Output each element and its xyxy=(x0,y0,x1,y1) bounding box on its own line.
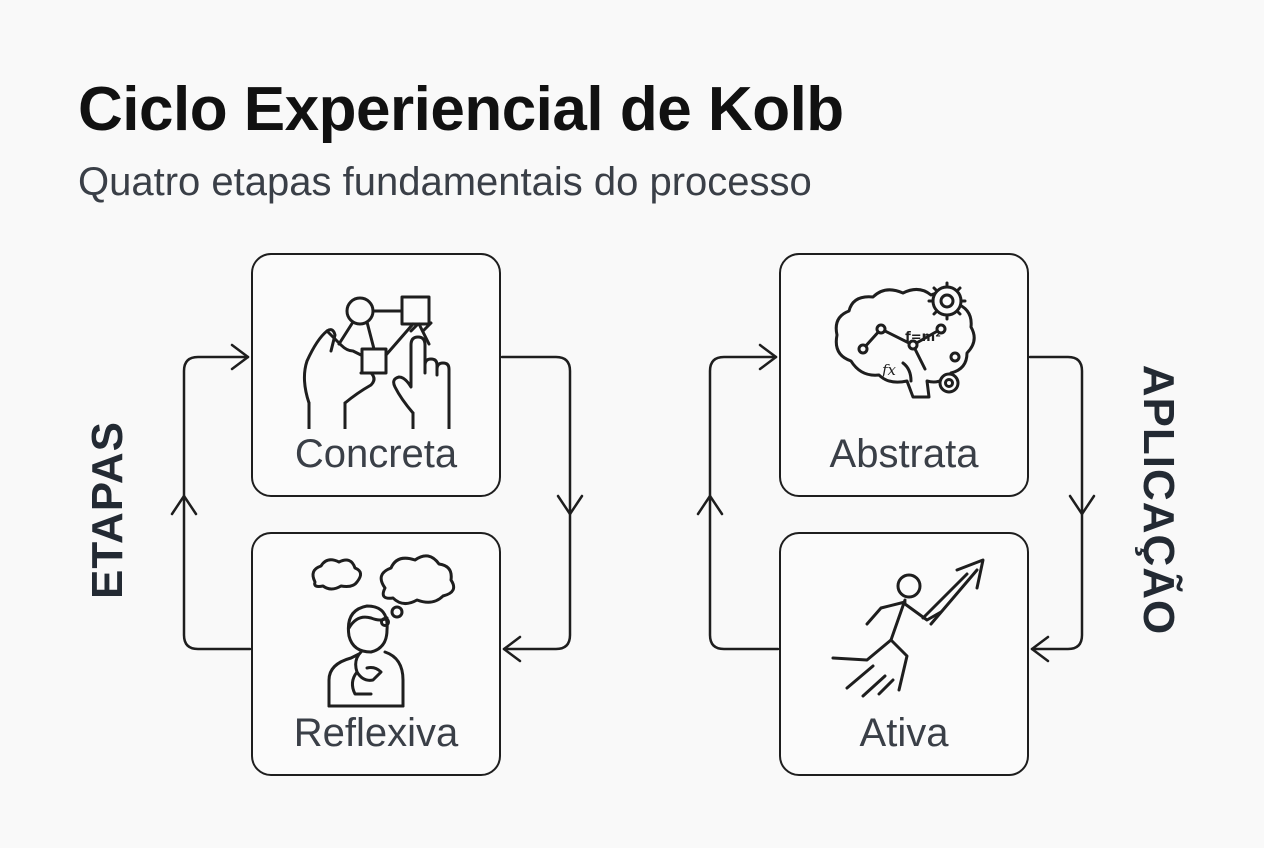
hands-diagram-icon xyxy=(302,295,451,429)
arrowhead-right-up xyxy=(696,494,724,516)
card-reflexiva[interactable]: Reflexiva xyxy=(251,532,501,776)
card-label-reflexiva: Reflexiva xyxy=(293,711,459,755)
card-abstrata[interactable]: f=m² ƒx Abstrata xyxy=(779,253,1029,497)
fx-text: ƒx xyxy=(879,361,897,379)
card-label-concreta: Concreta xyxy=(294,432,458,476)
arrowhead-right-down xyxy=(1068,494,1096,516)
arrow-left-top-right xyxy=(500,355,572,651)
card-concreta[interactable]: Concreta xyxy=(251,253,501,497)
card-ativa[interactable]: Ativa xyxy=(779,532,1029,776)
arrow-right-bottom-left xyxy=(708,355,780,651)
arrow-right-top-right xyxy=(1028,355,1084,651)
arrowhead-left-up xyxy=(170,494,198,516)
formula-text: f=m² xyxy=(905,330,941,345)
page-subtitle: Quatro etapas fundamentais do processo xyxy=(78,160,812,204)
side-label-etapas: ETAPAS xyxy=(83,421,132,599)
arrow-left-bottom-left xyxy=(182,355,252,651)
side-label-aplicacao: APLICAÇÃO xyxy=(1134,364,1183,636)
page-title: Ciclo Experiencial de Kolb xyxy=(78,75,844,144)
arrowhead-left-down xyxy=(556,494,584,516)
thinking-person-icon xyxy=(311,554,456,708)
arrowhead-right-into-ativa xyxy=(1030,635,1050,663)
brain-formula-icon: f=m² ƒx xyxy=(834,281,976,399)
running-person-arrow-icon xyxy=(831,558,985,698)
card-label-abstrata: Abstrata xyxy=(829,432,979,476)
arrowhead-left-into-reflexiva xyxy=(502,635,522,663)
arrowhead-left-into-concreta xyxy=(230,343,250,371)
card-label-ativa: Ativa xyxy=(859,711,949,755)
arrowhead-right-into-abstrata xyxy=(758,343,778,371)
